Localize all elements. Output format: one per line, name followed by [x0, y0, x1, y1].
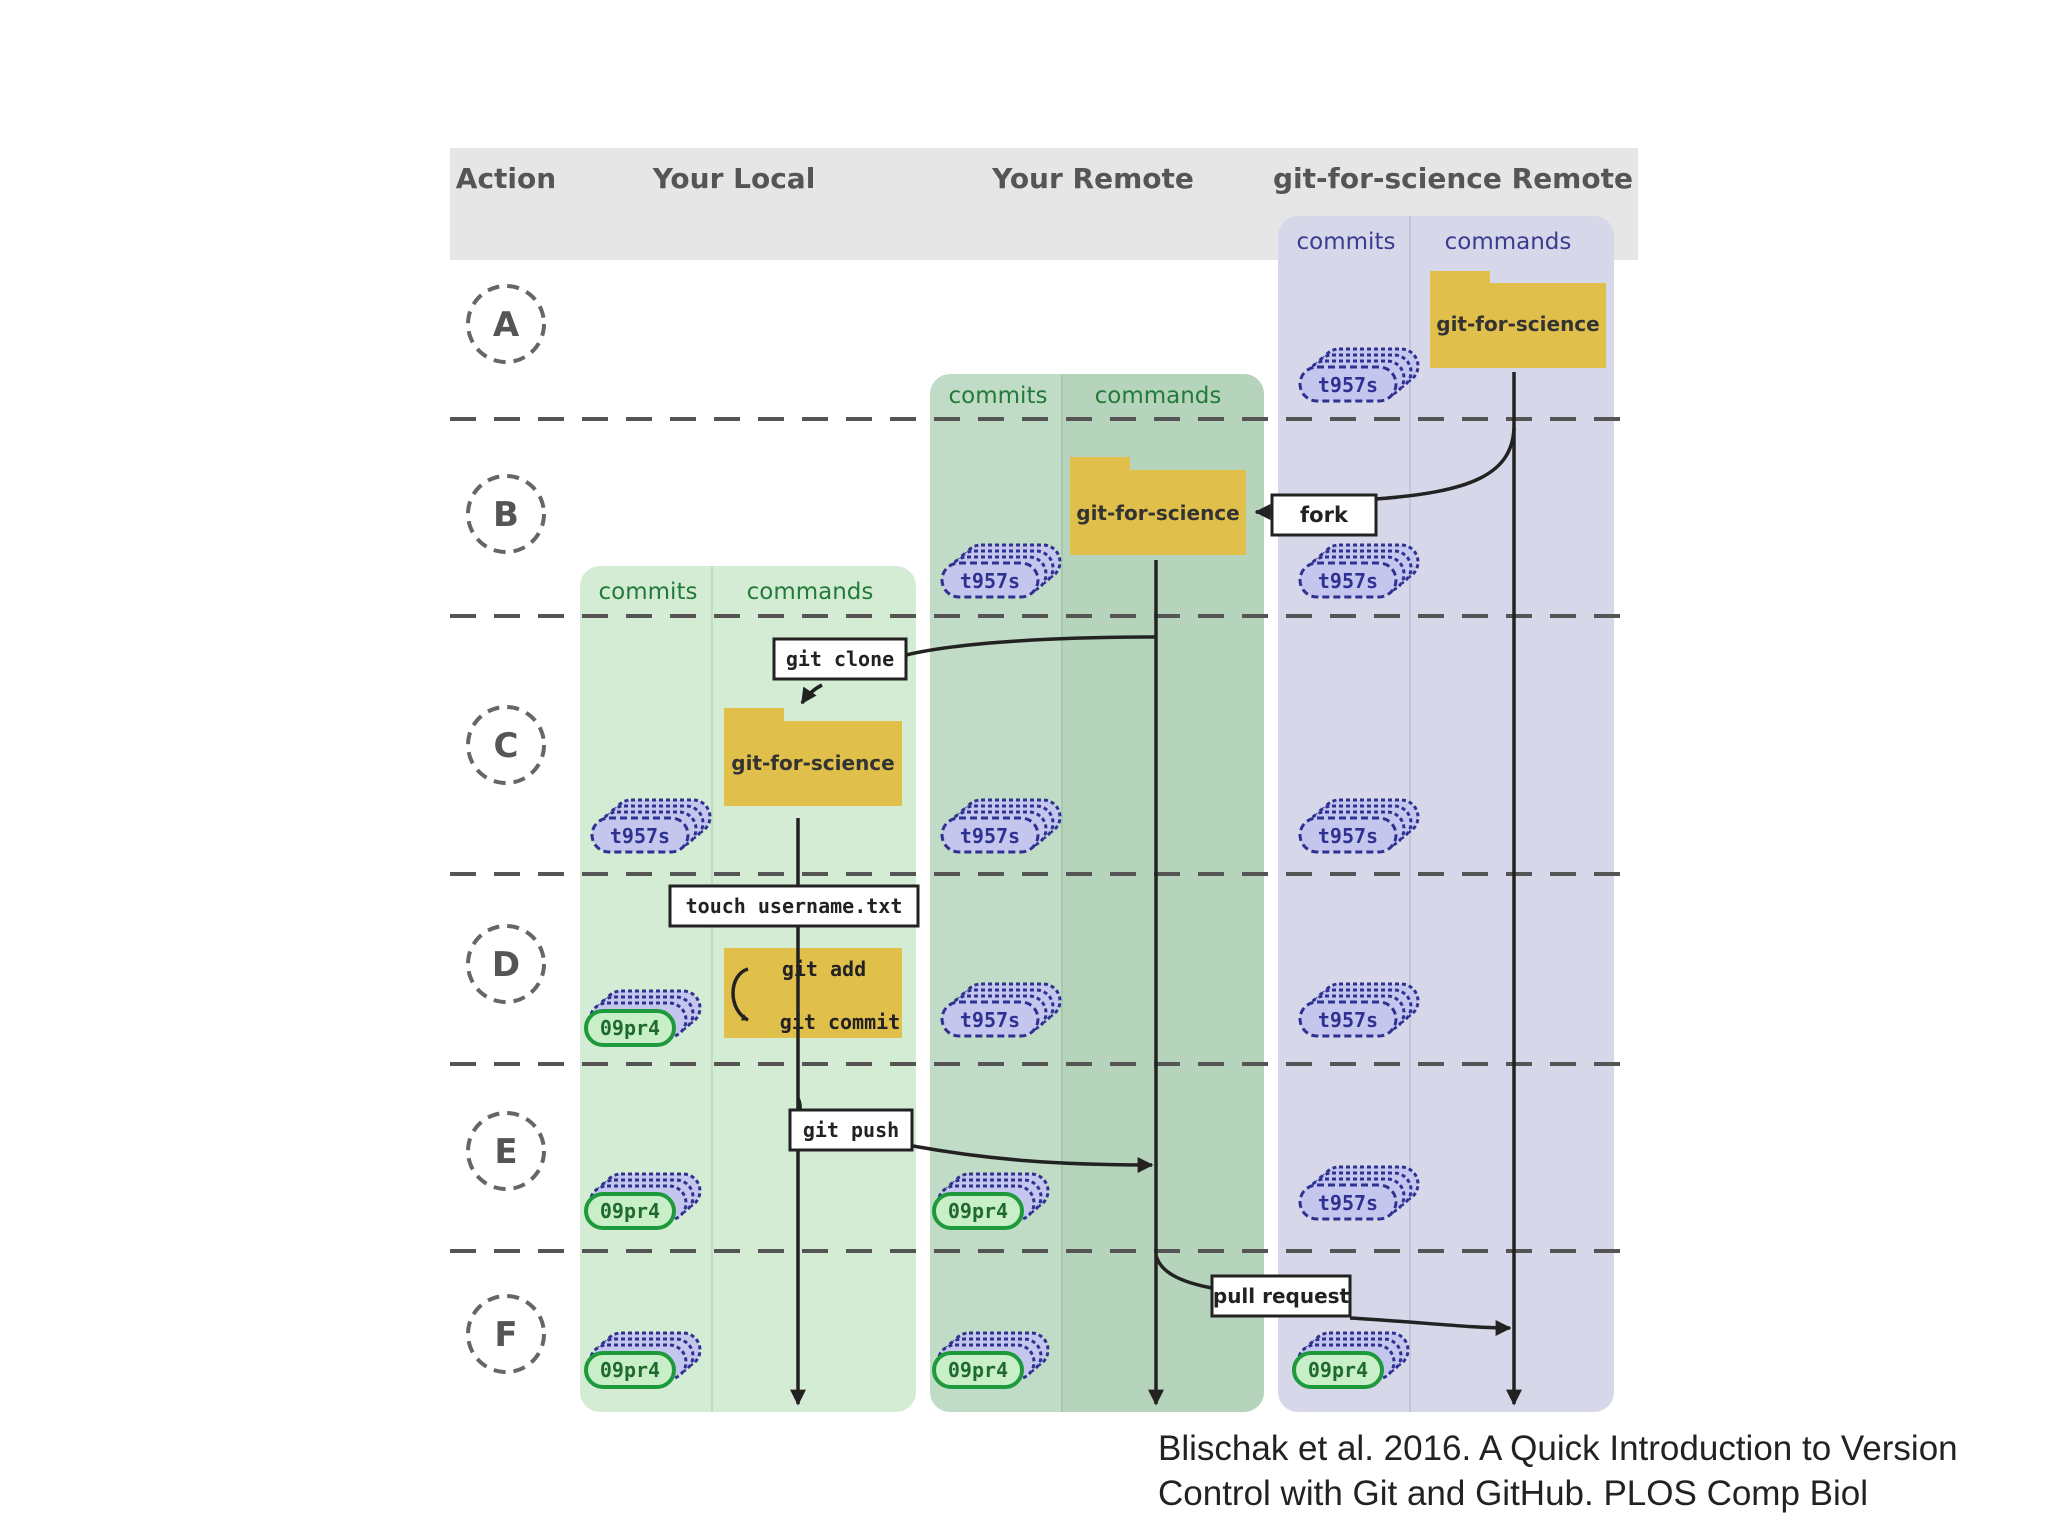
commit-id: 09pr4	[600, 1358, 660, 1382]
commit-stack-initial: t957s	[940, 543, 1062, 599]
step-marker-d: D	[466, 924, 546, 1004]
step-marker-c: C	[466, 705, 546, 785]
step-marker-b: B	[466, 474, 546, 554]
commit-stack-initial: t957s	[1298, 982, 1420, 1038]
commit-id: t957s	[610, 824, 670, 848]
upstream-folder-label: git-for-science	[1436, 312, 1599, 336]
step-label: A	[493, 305, 520, 345]
step-label: E	[494, 1132, 517, 1172]
fork-command: fork	[1270, 493, 1378, 537]
commit-stack-new: 09pr4	[584, 1331, 702, 1389]
connectors	[731, 427, 1516, 1336]
git-push-command: git push	[788, 1108, 914, 1152]
commit-id: 09pr4	[600, 1199, 660, 1223]
local-folder: git-for-science	[724, 708, 902, 806]
commit-id: 09pr4	[600, 1016, 660, 1040]
commit-id: 09pr4	[948, 1358, 1008, 1382]
svg-text:touch username.txt: touch username.txt	[686, 894, 903, 918]
svg-text:git push: git push	[803, 1118, 899, 1142]
local-commits-label: commits	[599, 579, 698, 605]
commit-id: 09pr4	[1308, 1358, 1368, 1382]
commit-id: t957s	[1318, 1191, 1378, 1215]
pull-request-command: pull request	[1210, 1274, 1352, 1318]
commit-stack-initial: t957s	[1298, 347, 1420, 403]
commit-stack-initial: t957s	[1298, 798, 1420, 854]
git-commit-command: git commit	[780, 1010, 900, 1034]
remote-commits-label: commits	[949, 383, 1048, 409]
citation: Blischak et al. 2016. A Quick Introducti…	[1158, 1426, 2018, 1516]
git-clone-command: git clone	[772, 637, 908, 681]
commit-stack-initial: t957s	[940, 982, 1062, 1038]
remote-folder-label: git-for-science	[1076, 501, 1239, 525]
header-your-local: Your Local	[652, 162, 816, 195]
header-upstream-remote: git-for-science Remote	[1273, 162, 1633, 195]
commit-id: t957s	[1318, 569, 1378, 593]
upstream-commits-label: commits	[1297, 229, 1396, 255]
upstream-folder: git-for-science	[1430, 271, 1606, 368]
svg-text:fork: fork	[1300, 503, 1349, 527]
step-marker-a: A	[466, 284, 546, 364]
svg-text:git commit: git commit	[780, 1010, 900, 1034]
commit-stack-initial: t957s	[1298, 543, 1420, 599]
commit-id: t957s	[960, 824, 1020, 848]
commit-id: t957s	[1318, 824, 1378, 848]
step-marker-f: F	[466, 1294, 546, 1374]
commit-stack-initial: t957s	[940, 798, 1062, 854]
step-label: F	[494, 1315, 517, 1355]
step-marker-e: E	[466, 1111, 546, 1191]
remote-panel: commits commands	[930, 374, 1264, 1412]
step-markers: A B C D E F	[466, 284, 546, 1374]
step-label: B	[493, 495, 519, 535]
svg-text:git add: git add	[782, 957, 866, 981]
commit-id: t957s	[1318, 373, 1378, 397]
step-label: D	[492, 945, 520, 985]
commit-id: t957s	[960, 569, 1020, 593]
header-your-remote: Your Remote	[991, 162, 1194, 195]
local-commands-label: commands	[747, 579, 874, 605]
commit-stack-new: 09pr4	[932, 1331, 1050, 1389]
commit-stack-new: 09pr4	[1292, 1331, 1410, 1389]
commit-stack-new: 09pr4	[932, 1172, 1050, 1230]
remote-folder: git-for-science	[1070, 457, 1246, 555]
citation-line-1: Blischak et al. 2016. A Quick Introducti…	[1158, 1429, 1958, 1468]
citation-line-2: Control with Git and GitHub. PLOS Comp B…	[1158, 1474, 1869, 1513]
svg-text:git clone: git clone	[786, 647, 894, 671]
commit-id: 09pr4	[948, 1199, 1008, 1223]
row-separators	[450, 417, 1638, 1253]
commit-id: t957s	[960, 1008, 1020, 1032]
commit-stack-initial: t957s	[590, 798, 712, 854]
step-label: C	[494, 726, 519, 766]
upstream-commands-label: commands	[1445, 229, 1572, 255]
commit-stack-initial: t957s	[1298, 1165, 1420, 1221]
touch-command: touch username.txt	[668, 884, 920, 928]
header-action: Action	[456, 162, 556, 195]
local-folder-label: git-for-science	[731, 751, 894, 775]
commit-stack-new: 09pr4	[584, 989, 702, 1047]
remote-commands-label: commands	[1095, 383, 1222, 409]
local-staging-box	[724, 948, 902, 1038]
git-add-command: git add	[782, 957, 866, 981]
commit-stacks: t957s t957s t957s t957s t957s t957s t957s t957s…	[584, 347, 1420, 1389]
commit-id: t957s	[1318, 1008, 1378, 1032]
svg-text:pull request: pull request	[1213, 1284, 1350, 1308]
commit-stack-new: 09pr4	[584, 1172, 702, 1230]
